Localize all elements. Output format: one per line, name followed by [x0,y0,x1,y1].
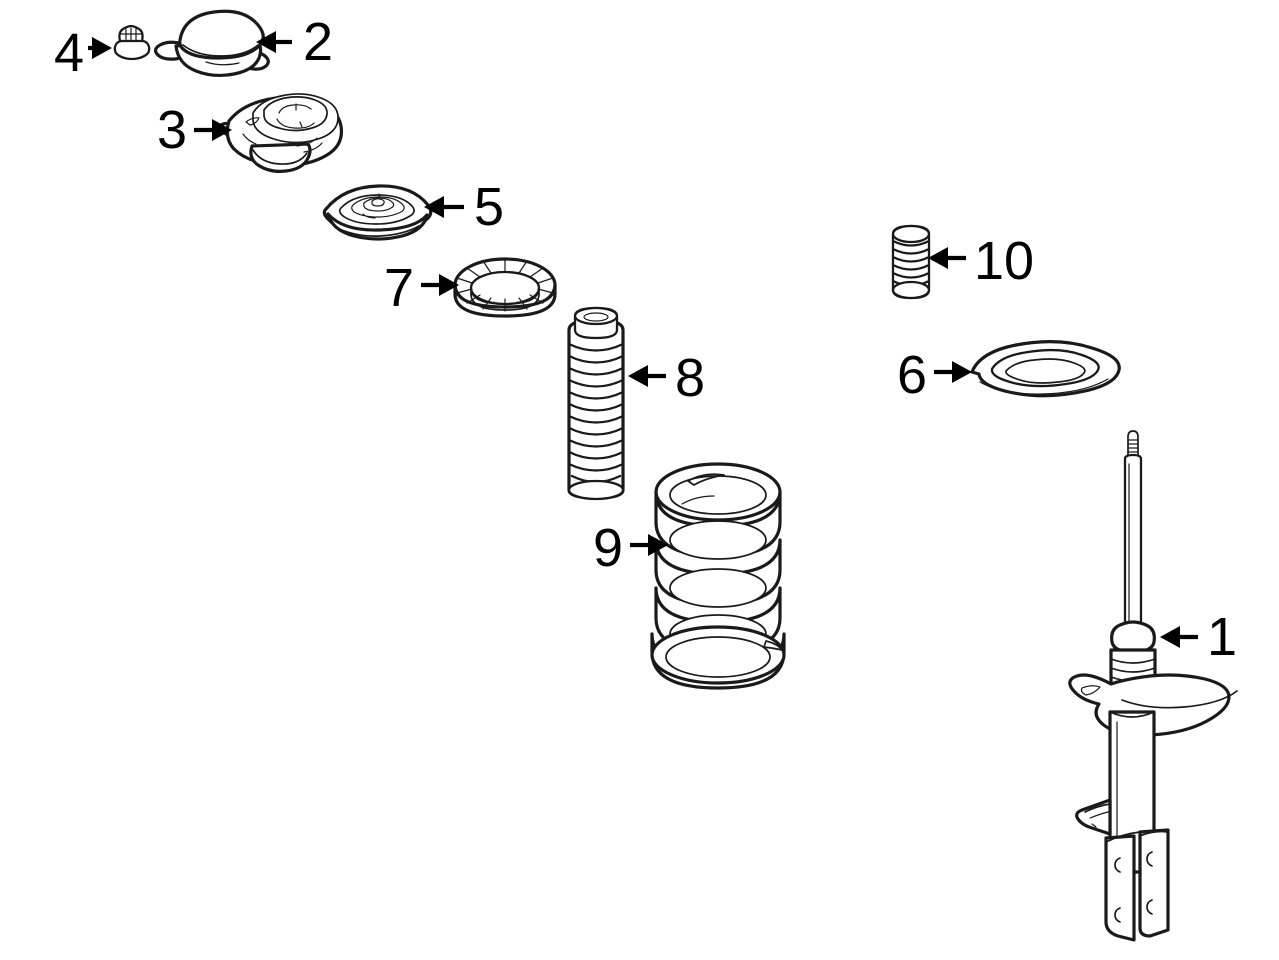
callout-number-10: 10 [974,231,1034,291]
part-strut-rod-nut[interactable] [113,24,151,61]
arrowhead-3-icon [212,119,232,141]
callout-number-8: 8 [675,348,705,408]
part-lower-spring-insulator[interactable] [970,340,1121,398]
arrowhead-8-icon [628,365,648,387]
arrowhead-6-icon [952,361,972,383]
callout-10[interactable]: 10 [928,231,1034,291]
arrowhead-2-icon [256,31,276,53]
callout-number-4: 4 [54,23,84,83]
part-strut-bearing[interactable] [453,257,557,318]
callout-3[interactable]: 3 [157,100,232,160]
callout-number-9: 9 [593,518,623,578]
arrowhead-5-icon [424,196,444,218]
callout-number-1: 1 [1207,607,1237,667]
arrowhead-7-icon [439,274,459,296]
callout-8[interactable]: 8 [628,348,705,408]
callout-number-3: 3 [157,100,187,160]
part-dust-boot-bellows[interactable] [567,306,625,501]
arrowhead-10-icon [928,247,948,269]
callout-layer: 1 2 3 4 5 6 7 8 9 10 [54,12,1237,667]
part-upper-strut-mount[interactable] [218,93,344,173]
callout-4[interactable]: 4 [54,23,112,83]
arrowhead-9-icon [648,534,668,556]
callout-1[interactable]: 1 [1160,607,1237,667]
callout-6[interactable]: 6 [897,345,972,405]
arrowhead-1-icon [1160,626,1180,648]
part-coil-spring[interactable] [650,462,786,690]
part-strut-shock-absorber[interactable] [1068,430,1238,942]
callout-number-6: 6 [897,345,927,405]
part-upper-spring-seat[interactable] [322,184,433,241]
part-strut-mount-dust-cap[interactable] [153,9,270,78]
callout-7[interactable]: 7 [384,258,459,318]
callout-number-7: 7 [384,258,414,318]
callout-2[interactable]: 2 [256,12,333,72]
callout-9[interactable]: 9 [593,518,668,578]
arrowhead-4-icon [92,37,112,59]
part-jounce-bumper[interactable] [891,224,931,300]
callout-number-2: 2 [303,12,333,72]
callout-number-5: 5 [474,177,504,237]
callout-5[interactable]: 5 [424,177,504,237]
